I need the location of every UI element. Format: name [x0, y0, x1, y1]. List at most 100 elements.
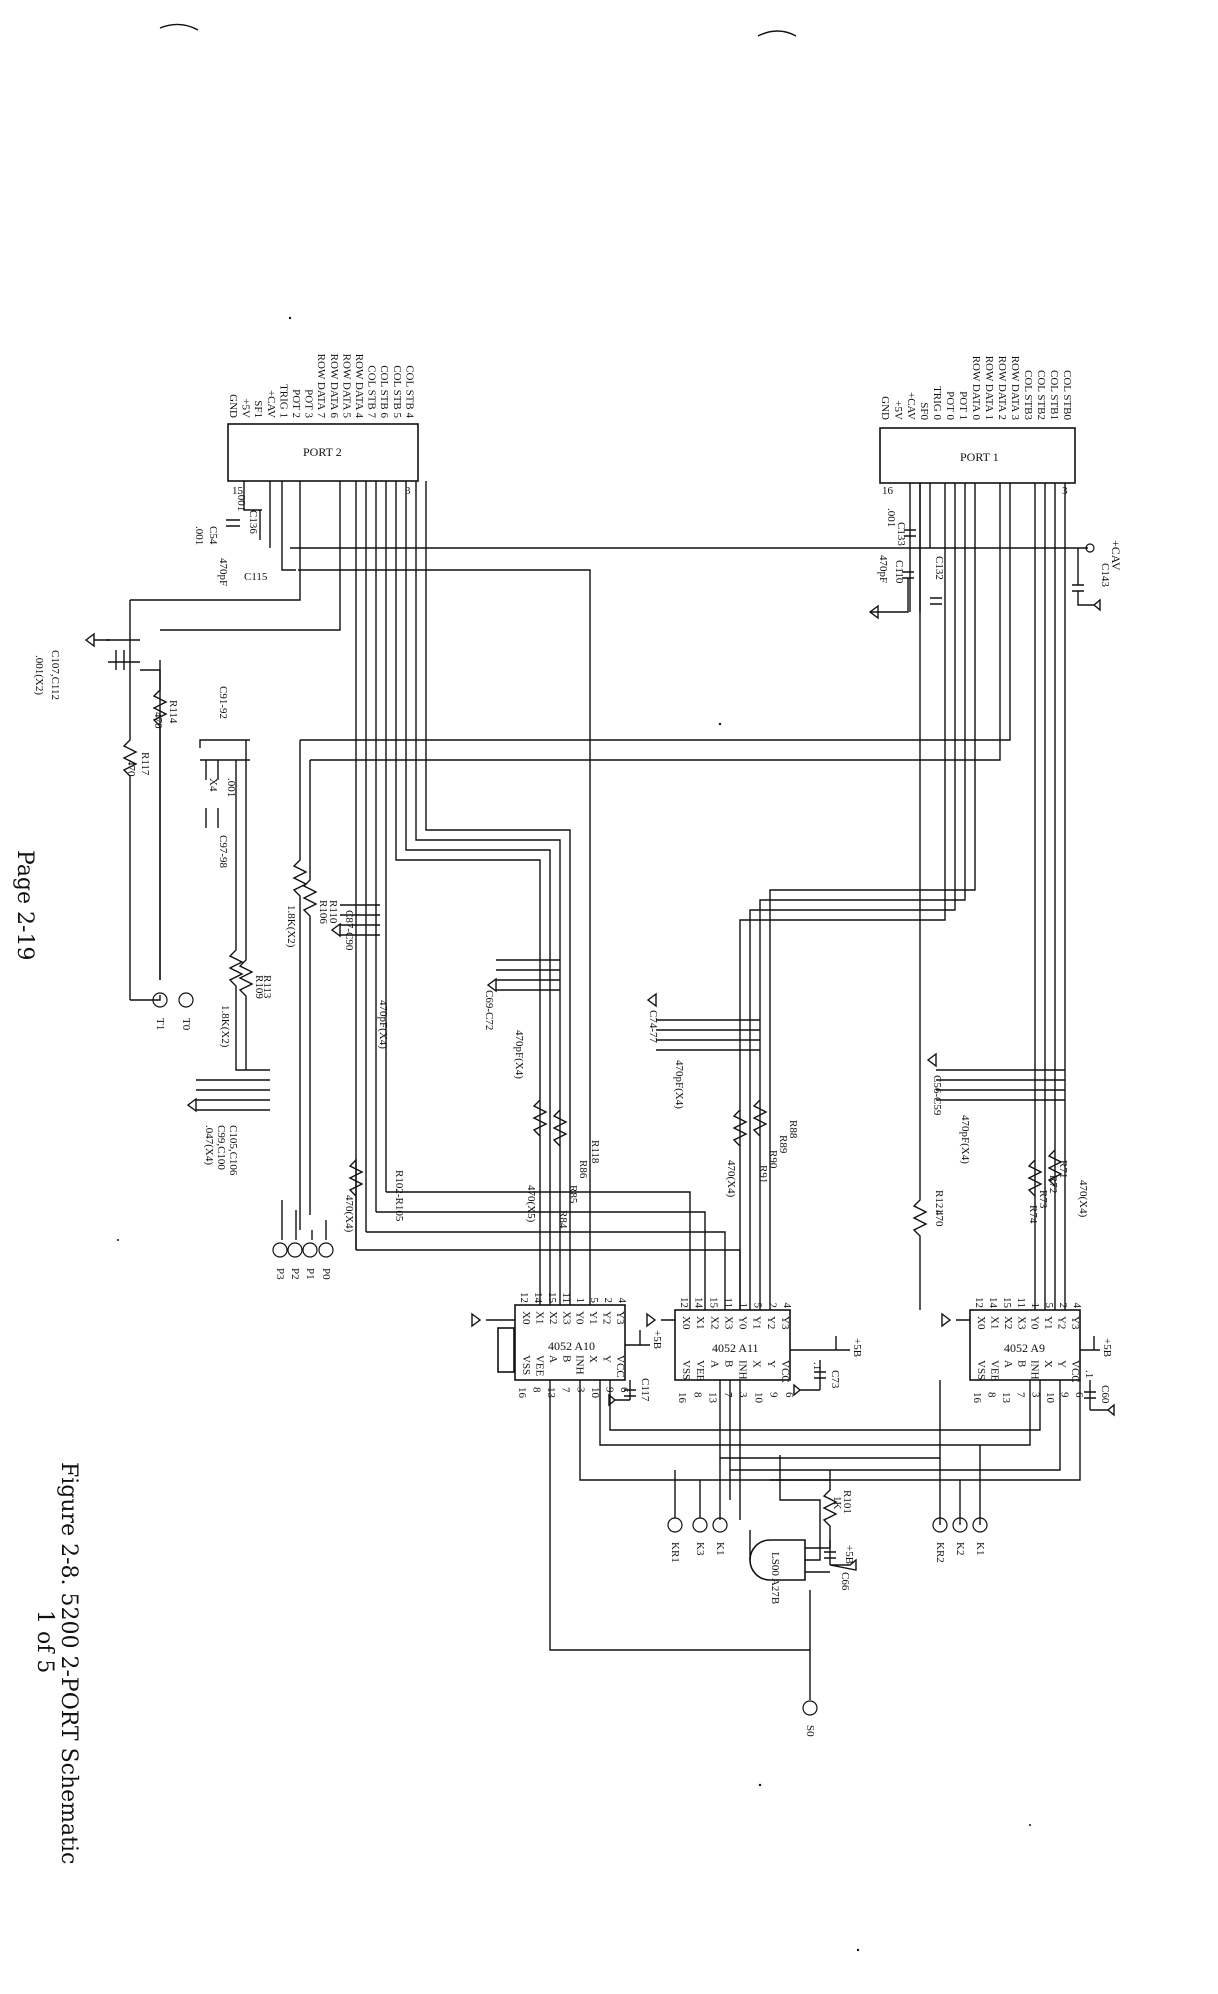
ic-a9-body	[969, 1309, 1081, 1381]
r109-value: 1.8K(X2)	[219, 1005, 231, 1048]
ic-pin-label: VSS	[520, 1355, 532, 1375]
ic-pin-label: A	[547, 1355, 559, 1363]
p1-label: P1	[304, 1268, 316, 1280]
r121-label: R121	[933, 1190, 945, 1214]
k1-label: K1	[714, 1542, 726, 1555]
c110-value: 470pF	[877, 555, 889, 583]
ic-pin-number: 8	[986, 1392, 998, 1398]
r117-value: 470	[125, 760, 137, 777]
ic-pin-label: X	[1042, 1360, 1054, 1368]
port1-block	[879, 427, 1076, 484]
r109-label: R109	[253, 975, 265, 999]
port1-pin-label: +5V	[892, 400, 904, 420]
r109-network: R109 R113 1.8K(X2) C105,C106 C99,C100 .0…	[186, 740, 273, 1176]
s0-label: S0	[804, 1725, 816, 1737]
k2-label: K2	[954, 1542, 966, 1555]
k1-terminal	[712, 1517, 728, 1533]
address-lines	[549, 1380, 1081, 1651]
ic-pin-number: 14	[693, 1297, 705, 1309]
c87-value: 470pF(X4)	[377, 1000, 389, 1049]
port2-pin-label: +CAV	[265, 390, 277, 418]
port2-pin-label: ROW DATA 4	[353, 354, 365, 419]
r102-value: 470(X4)	[343, 1195, 355, 1233]
ic-pin-label: VCC	[1069, 1360, 1081, 1383]
ic-pin-number: 7	[722, 1392, 734, 1398]
ic-pin-number: 8	[531, 1387, 543, 1393]
port2-pin-label: COL STB 4	[403, 365, 415, 418]
c73-label: C73	[829, 1370, 841, 1389]
ic-pin-number: 16	[676, 1392, 688, 1404]
ic-a11-name: 4052 A11	[712, 1341, 759, 1355]
port2-pin-label: ROW DATA 5	[340, 354, 352, 419]
c66-label: C66	[839, 1572, 851, 1591]
ic-pin-label: Y1	[1042, 1316, 1054, 1329]
port2-pin-label: COL STB 6	[378, 365, 390, 418]
ic-pin-label: Y1	[587, 1311, 599, 1324]
port1-title: PORT 1	[960, 450, 999, 464]
ic-pin-label: B	[1015, 1360, 1027, 1367]
ic-a9-name: 4052 A9	[1004, 1341, 1045, 1355]
c107-label: C107,C112	[49, 650, 61, 700]
c73-value: .1	[811, 1362, 823, 1370]
r121-value: 470	[933, 1210, 945, 1227]
r106-value: 1.8K(X2)	[285, 905, 297, 948]
ic-pin-label: Y2	[1056, 1316, 1068, 1329]
ic-pin-number: 4	[616, 1298, 628, 1304]
port2-pin-number-last: 3	[405, 485, 411, 497]
ic-pin-number: 2	[602, 1298, 614, 1304]
ic-pin-label: X2	[547, 1311, 559, 1324]
c110-label: C110	[893, 560, 905, 584]
a11-supply-label: +5B	[851, 1338, 863, 1357]
port1-pin-label: COL STB2	[1035, 370, 1047, 420]
cav-label: +CAV	[1109, 540, 1123, 571]
port1-pin-label: COL STB0	[1061, 370, 1073, 421]
kr1-label: KR1	[669, 1542, 681, 1563]
r106-label: R106	[317, 900, 329, 924]
ic-pin-label: Y3	[614, 1311, 626, 1325]
c69-value: 470pF(X4)	[513, 1030, 525, 1079]
port1-pin-label: TRIG 0	[931, 386, 943, 420]
ic-pin-label: Y0	[1029, 1316, 1041, 1330]
port2-bus-to-a10: R118 R86 R85 R84 470(X5) C69-C72 470pF(X…	[395, 481, 601, 1310]
r118-label: R118	[589, 1140, 601, 1164]
ic-pin-label: X3	[560, 1311, 572, 1325]
c60-label: C60	[1099, 1385, 1111, 1404]
ic-pin-label: Y3	[779, 1316, 791, 1330]
c132-label: C132	[933, 556, 945, 580]
port1-decoupling: C133 .001 C110 470pF C132	[868, 483, 945, 620]
c115-value: 470pF	[217, 558, 229, 586]
t1-terminal	[152, 992, 168, 1008]
p2-terminal	[287, 1242, 303, 1258]
r110-label: R110	[327, 900, 339, 924]
ic-pin-label: VSS	[680, 1360, 692, 1380]
c91-value: .001	[225, 778, 237, 797]
port1-pin-label: POT 1	[957, 391, 969, 420]
ic-pin-number: 10	[1044, 1392, 1056, 1404]
k1b-label: K1	[974, 1542, 986, 1555]
t0-label: T0	[180, 1018, 192, 1031]
k3-label: K3	[694, 1542, 706, 1556]
r88-label: R88	[787, 1120, 799, 1139]
ic-pin-number: 8	[691, 1392, 703, 1398]
gate-supply-label: +5B	[843, 1545, 855, 1564]
port1-pin-label: ROW DATA 1	[983, 356, 995, 420]
p0-terminal	[318, 1242, 334, 1258]
ic-pin-label: X	[587, 1355, 599, 1363]
r88-value: 470(X4)	[725, 1160, 737, 1198]
ic-pin-label: Y2	[601, 1311, 613, 1324]
r102-label: R102-R105	[393, 1170, 405, 1222]
r114-label: R114	[167, 700, 179, 724]
ic-pin-label: X3	[722, 1316, 734, 1330]
c91-caps: C91-92 .001 X4 C97-98	[199, 686, 250, 869]
c54-value: .001	[193, 526, 205, 545]
ic-pin-number: 11	[722, 1297, 734, 1308]
ic-pin-label: X3	[1015, 1316, 1027, 1330]
scan-specks	[117, 316, 1031, 1952]
c105-value: .047(X4)	[203, 1125, 215, 1165]
c97-label: C97-98	[217, 835, 229, 869]
r114-value: 470	[152, 712, 164, 729]
ic-pin-number: 2	[766, 1303, 778, 1309]
kr2-label: KR2	[934, 1542, 946, 1563]
